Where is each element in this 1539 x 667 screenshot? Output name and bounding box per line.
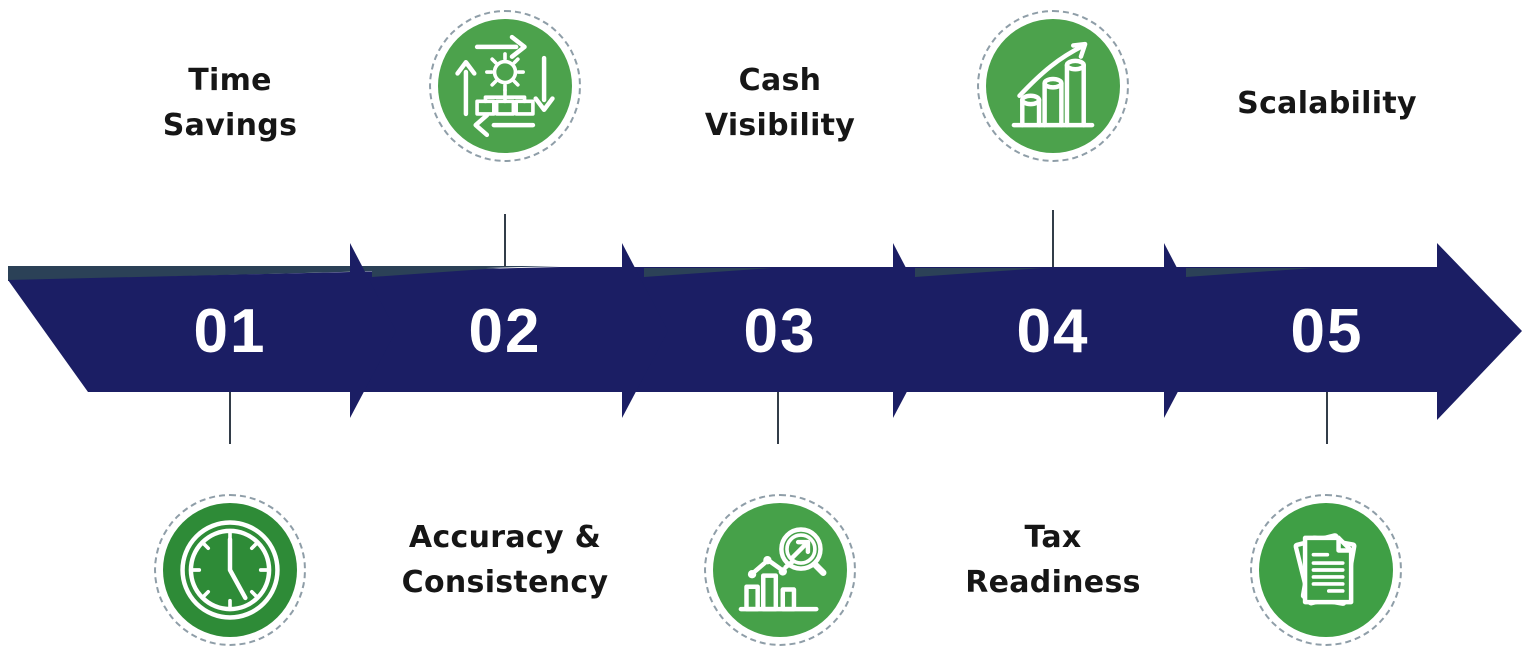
documents-icon (1259, 503, 1393, 637)
growth-bars-icon (986, 19, 1120, 153)
connector-line (229, 392, 231, 444)
step-label-cash-visibility: Cash Visibility (620, 57, 940, 149)
segment-chevron (893, 243, 939, 418)
segment-chevron (350, 243, 396, 418)
label-line: Time (188, 63, 272, 98)
band-accent-sliver (372, 268, 500, 277)
step-label-tax-readiness: Tax Readiness (893, 514, 1213, 606)
step-number-02: 02 (468, 296, 542, 366)
chart-magnifier-icon (713, 503, 847, 637)
connector-line (777, 392, 779, 444)
label-line: Visibility (704, 108, 856, 143)
band-accent-sliver (1186, 268, 1314, 277)
connector-line (1052, 210, 1054, 267)
label-line: Accuracy & (408, 520, 602, 555)
step-label-accuracy-consistency: Accuracy & Consistency (345, 514, 665, 606)
band-accent-sliver (915, 268, 1043, 277)
icon-ring (704, 494, 856, 646)
band-accent-sliver (644, 268, 772, 277)
label-line: Readiness (965, 565, 1141, 600)
segment-chevron (622, 243, 668, 418)
label-line: Scalability (1237, 85, 1417, 121)
label-line: Consistency (401, 565, 609, 600)
step-label-time-savings: Time Savings (70, 57, 390, 149)
icon-ring (154, 494, 306, 646)
step-number-03: 03 (743, 296, 817, 366)
label-line: Cash (738, 63, 822, 98)
step-label-scalability: Scalability (1167, 57, 1487, 149)
connector-line (504, 214, 506, 267)
label-line: Tax (1024, 520, 1082, 555)
label-line: Savings (162, 108, 298, 143)
icon-ring (977, 10, 1129, 162)
icon-ring (1250, 494, 1402, 646)
segment-chevron (1164, 243, 1210, 418)
clock-icon (163, 503, 297, 637)
connector-line (1326, 392, 1328, 444)
arrowhead (1437, 243, 1522, 420)
icon-ring (429, 10, 581, 162)
step-number-05: 05 (1290, 296, 1364, 366)
step-number-04: 04 (1016, 296, 1090, 366)
process-automation-icon (438, 19, 572, 153)
step-number-01: 01 (193, 296, 267, 366)
